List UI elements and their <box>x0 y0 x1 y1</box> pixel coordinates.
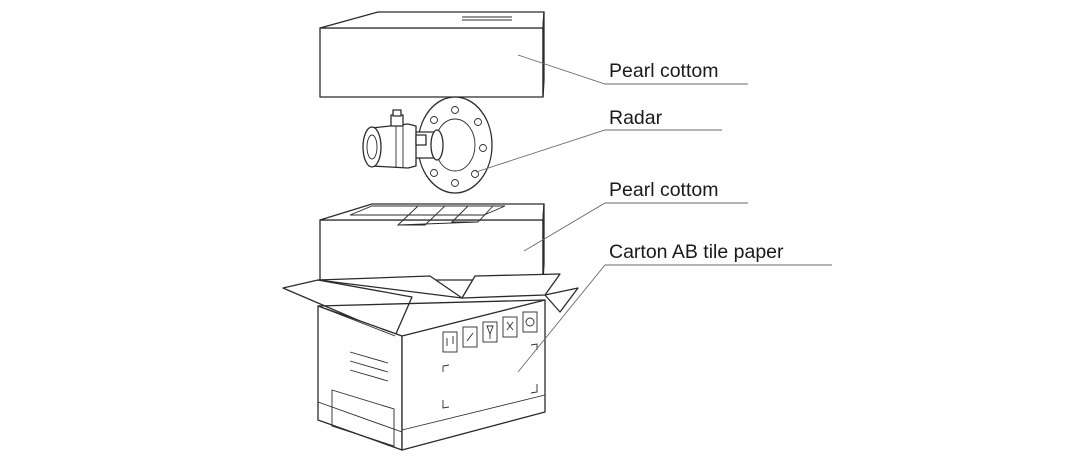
radar-device <box>362 96 493 194</box>
leader-lines <box>475 54 832 373</box>
label-carton: Carton AB tile paper <box>609 241 784 263</box>
label-pearl-cotton-bottom: Pearl cottom <box>609 179 718 201</box>
handling-symbols <box>442 311 538 353</box>
pearl-cotton-top-block <box>319 11 545 98</box>
carton-box <box>282 273 579 451</box>
label-pearl-cotton-top: Pearl cottom <box>609 60 718 82</box>
label-radar: Radar <box>609 107 663 129</box>
pearl-cotton-bottom-block <box>319 203 545 281</box>
